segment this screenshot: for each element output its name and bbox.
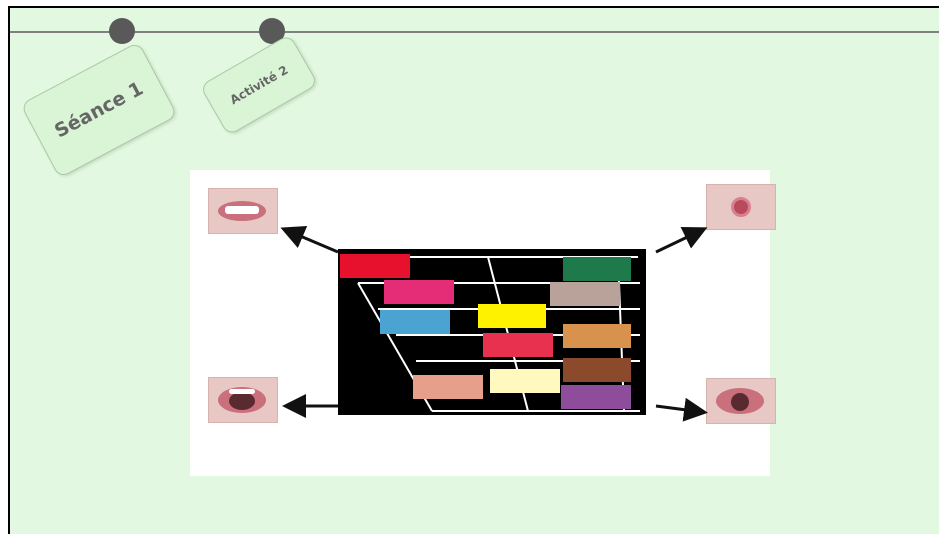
arrows xyxy=(280,225,708,422)
color-block-blue xyxy=(380,310,450,334)
color-block-purple xyxy=(561,385,631,409)
open-mouth-icon xyxy=(208,377,278,423)
arrow-icon xyxy=(655,226,708,254)
color-block-red xyxy=(340,254,410,278)
color-block-salmon xyxy=(413,375,483,399)
color-block-pink xyxy=(384,280,454,304)
activite-tag-label: Activité 2 xyxy=(227,62,291,108)
color-block-yellow xyxy=(478,304,546,328)
pin-icon xyxy=(109,18,135,44)
smile-mouth-icon xyxy=(208,188,278,234)
arrow-icon xyxy=(655,397,708,422)
open-round-mouth-icon xyxy=(706,378,776,424)
seance-tag-label: Séance 1 xyxy=(51,77,147,143)
hanging-string xyxy=(10,31,939,33)
color-block-cream xyxy=(490,369,560,393)
color-block-crimson xyxy=(483,333,553,357)
seance-tag[interactable]: Séance 1 xyxy=(20,41,178,179)
activite-tag[interactable]: Activité 2 xyxy=(199,33,319,137)
rounded-lips-mouth-icon xyxy=(706,184,776,230)
color-block-tan xyxy=(563,324,631,348)
vowel-chart-figure xyxy=(190,170,776,476)
arrow-icon xyxy=(280,225,339,254)
color-block-green xyxy=(563,257,631,281)
color-block-brown xyxy=(563,358,631,382)
color-block-taupe xyxy=(550,282,620,306)
vowel-color-chart xyxy=(338,249,646,415)
